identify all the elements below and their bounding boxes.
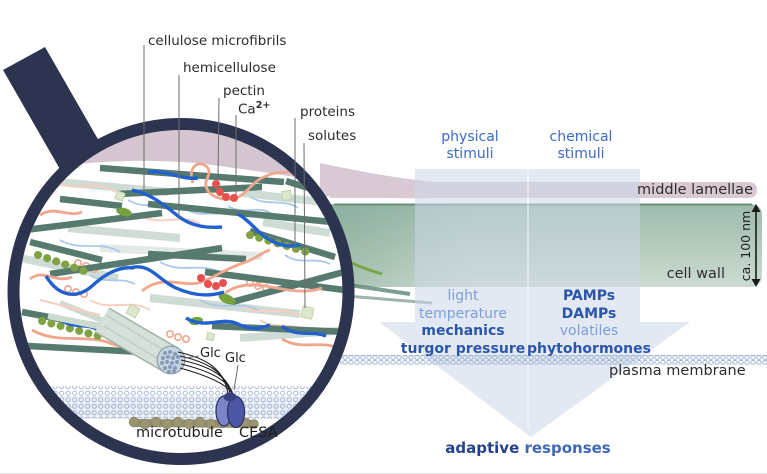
wall-thickness-label: ca. 100 nm [738,210,753,282]
solute-particles [114,189,315,342]
cell-wall-label: cell wall [666,266,725,282]
callout-calcium: Ca2+ [238,100,270,118]
hemicellulose-strands [44,170,327,338]
magnifier-handle [3,47,103,171]
calcium-ions [197,180,238,290]
glc-label-2: Glc [225,351,246,366]
stimulus-damps: DAMPs [561,305,617,322]
stimulus-pamps: PAMPs [562,288,616,304]
stimulus-turgor-pressure: turgor pressure [400,340,526,357]
callout-pectin: pectin [223,83,265,99]
callout-cellulose-microfibrils: cellulose microfibrils [148,33,287,49]
magnifier-lens [3,47,355,465]
stimuli-arrow [379,169,690,437]
magnifier-rim [7,118,355,465]
responses-word: responses [524,439,611,457]
microtubule-label: microtubule [136,425,223,441]
callout-proteins: proteins [300,104,356,120]
cesa-complex [215,392,246,429]
microfibril-cylinder [39,299,186,375]
leader-lines [143,45,306,391]
stimulus-light: light [447,288,479,304]
plasma-membrane-chain [340,355,767,365]
plasma-membrane-label: plasma membrane [609,363,746,379]
middle-lamellae-label: middle lamellae [637,182,753,198]
physical-stimuli-line1: physical [441,129,499,145]
chemical-stimuli-list: PAMPs DAMPs volatiles phytohormones [514,288,664,358]
physical-stimuli-line2: stimuli [446,145,494,162]
stimulus-volatiles: volatiles [559,323,619,339]
physical-stimuli-list: light temperature mechanics turgor press… [388,288,538,358]
adaptive-responses-label: adaptive responses [423,439,633,457]
glc-label-1: Glc [200,346,221,361]
cesa-label: CESA [239,425,278,441]
callout-hemicellulose: hemicellulose [183,60,276,76]
chemical-stimuli-line1: chemical [549,129,613,145]
lens-plasma-membrane [19,386,343,419]
callout-solutes: solutes [308,128,357,144]
stimulus-phytohormones: phytohormones [527,340,651,357]
stimulus-mechanics: mechanics [421,323,505,339]
stimulus-temperature: temperature [419,305,507,322]
adaptive-word: adaptive [445,439,520,457]
physical-stimuli-header: physical stimuli [410,129,530,162]
calcium-superscript: 2+ [255,100,271,111]
scale-arrow [751,204,761,287]
chemical-stimuli-line2: stimuli [557,145,605,162]
chemical-stimuli-header: chemical stimuli [521,129,641,162]
calcium-base: Ca [238,101,256,118]
